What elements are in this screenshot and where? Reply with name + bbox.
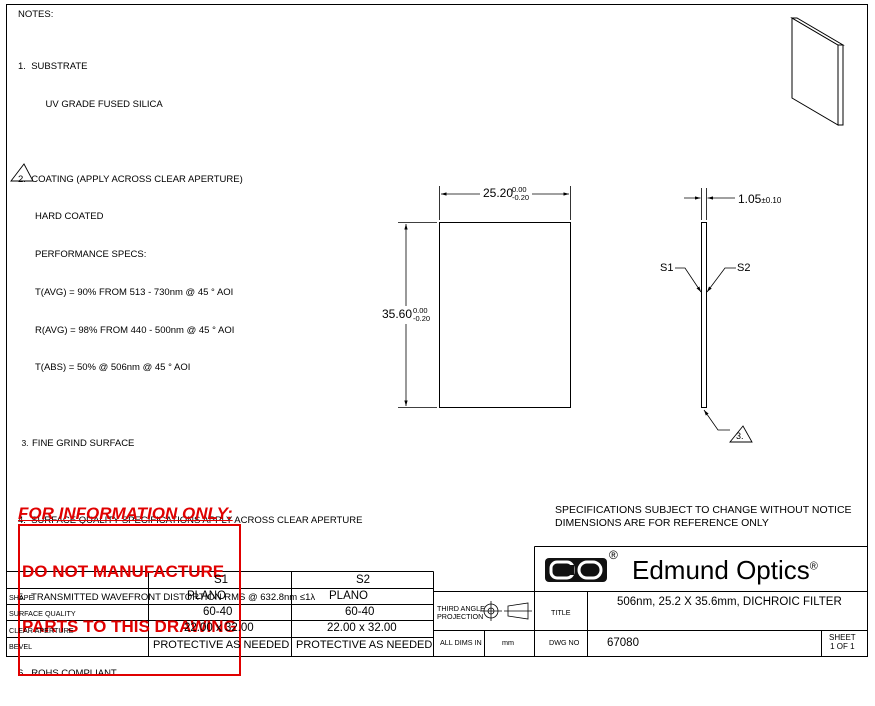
- sheet-info: SHEET 1 OF 1: [829, 633, 856, 651]
- tol-upper: 0.00: [413, 306, 428, 315]
- third-angle-projection-icon: [480, 601, 532, 621]
- brand-text: Edmund Optics: [632, 555, 810, 585]
- s2-label: S2: [737, 262, 751, 274]
- warning-line-3: PARTS TO THIS DRAWING: [22, 617, 237, 636]
- thickness-value: 1.05: [738, 192, 762, 206]
- brand-name: Edmund Optics®: [632, 555, 818, 586]
- projection-label: THIRD ANGLE PROJECTION: [437, 605, 485, 620]
- units-value: mm: [502, 638, 514, 647]
- note-3: 3.FINE GRIND SURFACE: [18, 412, 362, 476]
- note-text: SURFACE QUALITY SPECIFICATIONS APPLY ACR…: [31, 515, 363, 527]
- note-number: 2.: [18, 173, 26, 185]
- thickness-dim: 1.05±0.10: [738, 192, 781, 206]
- table-row-label: SHAPE: [9, 593, 34, 602]
- tol-upper: 0.00: [512, 185, 527, 194]
- note-number: 3.: [21, 438, 29, 449]
- height-dim-tolerance: 0.00 -0.20: [413, 307, 430, 323]
- table-row-label: BEVEL: [9, 642, 33, 651]
- spec-notice-line-2: DIMENSIONS ARE FOR REFERENCE ONLY: [555, 516, 769, 529]
- note-text: UV GRADE FUSED SILICA: [35, 98, 163, 110]
- warning-block: FOR INFORMATION ONLY: DO NOT MANUFACTURE…: [18, 504, 241, 676]
- table-cell: 60-40: [203, 606, 233, 618]
- drawing-border: [6, 4, 868, 657]
- width-dim-value: 25.20: [483, 186, 514, 200]
- technical-drawing: [6, 4, 868, 657]
- sheet-label: SHEET: [829, 633, 856, 642]
- note-number: 4.: [18, 515, 26, 527]
- dwg-no-value: 67080: [607, 637, 639, 649]
- warning-line-1: FOR INFORMATION ONLY:: [18, 504, 233, 523]
- tol-lower: -0.20: [512, 193, 530, 202]
- table-row-label: CLEAR APERTURE: [9, 626, 74, 635]
- table-cell: PROTECTIVE AS NEEDED: [296, 639, 433, 651]
- notes-block: NOTES: 1. SUBSTRATE UV GRADE FUSED SILIC…: [18, 9, 362, 706]
- note-text: T(ABS) = 50% @ 506nm @ 45 ° AOI: [35, 362, 191, 374]
- edmund-optics-logo-icon: [545, 558, 607, 582]
- height-dimension: [398, 222, 437, 408]
- callout-number: 3.: [736, 431, 744, 441]
- note-text: FINE GRIND SURFACE: [32, 438, 135, 450]
- brand-reg-mark: ®: [809, 560, 818, 573]
- title-label: TITLE: [551, 608, 571, 617]
- table-cell: PLANO: [329, 590, 368, 602]
- sheet-value: 1 OF 1: [830, 642, 855, 651]
- thickness-tolerance: ±0.10: [761, 196, 782, 205]
- note-2: 2. COATING (APPLY ACROSS CLEAR APERTURE)…: [18, 148, 362, 400]
- thickness-dimension: [684, 188, 735, 220]
- dwg-no-label: DWG NO: [549, 638, 580, 647]
- spec-notice: SPECIFICATIONS SUBJECT TO CHANGE WITHOUT…: [555, 504, 852, 529]
- surface-leaders: [675, 267, 736, 431]
- spec-notice-line-1: SPECIFICATIONS SUBJECT TO CHANGE WITHOUT…: [555, 504, 852, 516]
- note-text: HARD COATED: [35, 211, 104, 223]
- note-text: R(AVG) = 98% FROM 440 - 500nm @ 45 ° AOI: [35, 324, 235, 336]
- table-cell: PLANO: [187, 590, 226, 602]
- note-text: PERFORMANCE SPECS:: [35, 249, 147, 261]
- note-number: 5.: [18, 592, 26, 604]
- table-header-s1: S1: [214, 574, 229, 586]
- drawing-title: 506nm, 25.2 X 35.6mm, DICHROIC FILTER: [617, 596, 842, 608]
- s1-label: S1: [660, 262, 674, 274]
- notes-heading: NOTES:: [18, 9, 54, 20]
- note-number: 1.: [18, 60, 26, 72]
- front-view-outline: [439, 222, 571, 408]
- table-cell: 22.00 x 32.00: [184, 622, 254, 634]
- all-dims-label: ALL DIMS IN: [440, 638, 482, 647]
- note-5: 5. TRANSMITTED WAVEFRONT DISTORTION RMS …: [18, 567, 362, 630]
- height-dim-value: 35.60: [382, 307, 413, 321]
- table-header-s2: S2: [356, 574, 371, 586]
- note-text: COATING (APPLY ACROSS CLEAR APERTURE): [31, 173, 243, 185]
- table-cell: 60-40: [345, 606, 375, 618]
- callout-triangle-side: [729, 425, 753, 443]
- note-text: T(AVG) = 90% FROM 513 - 730nm @ 45 ° AOI: [35, 286, 234, 298]
- isometric-view: [790, 17, 845, 126]
- note-1: 1. SUBSTRATE UV GRADE FUSED SILICA: [18, 36, 362, 137]
- callout-triangle-notes: [10, 163, 34, 182]
- note-text: TRANSMITTED WAVEFRONT DISTORTION RMS @ 6…: [31, 592, 316, 604]
- projection-label-line-2: PROJECTION: [437, 611, 484, 621]
- tol-lower: -0.20: [413, 314, 431, 323]
- warning-line-2: DO NOT MANUFACTURE: [22, 561, 225, 581]
- logo-reg-mark: ®: [609, 548, 618, 562]
- note-4: 4. SURFACE QUALITY SPECIFICATIONS APPLY …: [18, 490, 362, 553]
- table-cell: 22.00 x 32.00: [327, 622, 397, 634]
- width-dimension: [439, 186, 571, 220]
- title-block-frame: [6, 546, 867, 656]
- table-row-label: SURFACE QUALITY: [9, 609, 76, 618]
- note-text: SUBSTRATE: [31, 60, 88, 72]
- table-cell: PROTECTIVE AS NEEDED: [153, 639, 290, 651]
- projection-label-line-1: THIRD ANGLE: [437, 604, 485, 613]
- side-view-outline: [701, 222, 707, 408]
- width-dim-tolerance: 0.00 -0.20: [512, 186, 529, 202]
